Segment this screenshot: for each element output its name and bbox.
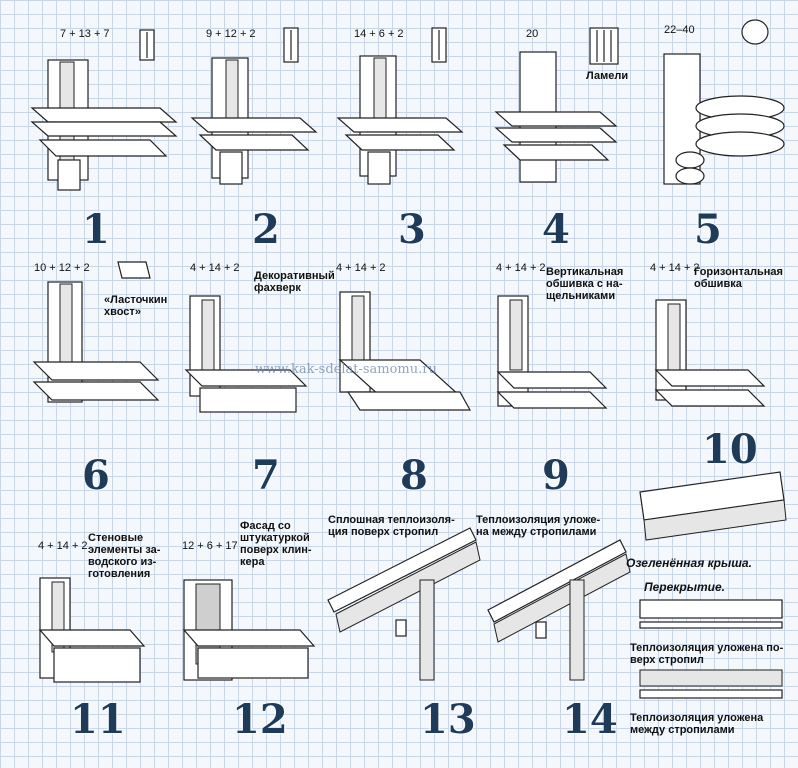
dims-label-2: 9 + 12 + 2 [206, 28, 256, 40]
dims-label-1: 7 + 13 + 7 [60, 28, 110, 40]
caption-13: Сплошная теплоизоля- ция поверх стропил [328, 514, 455, 538]
panel-number-13: 13 [420, 696, 476, 743]
dims-label-10: 4 + 14 + 2 [650, 262, 700, 274]
panel-number-14: 14 [562, 696, 618, 743]
caption-11: Стеновые элементы за- водского из- готов… [88, 532, 161, 580]
panel-number-5: 5 [694, 206, 722, 253]
between-rafters-caption: Теплоизоляция уложена между стропилами [630, 712, 764, 736]
caption-7: Декоративный фахверк [254, 270, 335, 294]
watermark: www.kak-sdelat-samomu.ru [255, 362, 437, 377]
green-roof-title: Озеленённая крыша. [626, 556, 752, 570]
wall-detail-5-drawing [663, 19, 785, 185]
panel-number-2: 2 [252, 206, 280, 253]
caption-4: Ламели [586, 70, 629, 82]
dims-label-5: 22–40 [664, 24, 695, 36]
wall-detail-9-drawing [496, 295, 608, 409]
caption-6: «Ласточкин хвост» [104, 294, 168, 318]
panel-number-11: 11 [70, 696, 126, 743]
wall-detail-1-drawing [30, 29, 178, 191]
caption-10: Горизонтальная обшивка [694, 266, 783, 290]
dims-label-4: 20 [526, 28, 539, 40]
dims-label-11: 4 + 14 + 2 [38, 540, 88, 552]
panel-number-6: 6 [82, 452, 110, 499]
wall-detail-2-drawing [190, 27, 318, 185]
dims-label-3: 14 + 6 + 2 [354, 28, 404, 40]
wall-detail-7-drawing [184, 295, 308, 413]
caption-9: Вертикальная обшивка с на- щельниками [546, 266, 624, 302]
caption-12: Фасад со штукатуркой поверх клин- кера [240, 520, 312, 568]
roof-detail-14-drawing [487, 539, 631, 681]
floor-title: Перекрытие. [644, 580, 725, 594]
panel-number-7: 7 [252, 452, 280, 499]
wall-detail-6-drawing [32, 261, 160, 403]
green-roof-drawing [639, 471, 787, 541]
wall-detail-4-drawing [494, 27, 619, 183]
panel-number-1: 1 [82, 206, 110, 253]
over-rafters-caption: Теплоизоляция уложена по- верх стропил [630, 642, 784, 666]
floor-detail-drawing [639, 599, 783, 699]
dims-label-7: 4 + 14 + 2 [190, 262, 240, 274]
wall-detail-8-drawing [338, 291, 472, 411]
roof-detail-13-drawing [327, 527, 481, 681]
panel-number-12: 12 [232, 696, 288, 743]
panel-number-3: 3 [398, 206, 426, 253]
dims-label-8: 4 + 14 + 2 [336, 262, 386, 274]
panel-number-8: 8 [400, 452, 428, 499]
caption-14: Теплоизоляция уложе- на между стропилами [476, 514, 601, 538]
panel-number-9: 9 [542, 452, 570, 499]
wall-detail-11-drawing [38, 577, 146, 683]
dims-label-12: 12 + 6 + 17 [182, 540, 238, 552]
dims-label-9: 4 + 14 + 2 [496, 262, 546, 274]
wall-detail-3-drawing [336, 27, 464, 185]
dims-label-6: 10 + 12 + 2 [34, 262, 90, 274]
panel-number-4: 4 [542, 206, 570, 253]
panel-number-10: 10 [702, 426, 758, 473]
wall-detail-12-drawing [182, 579, 316, 681]
wall-detail-10-drawing [654, 299, 766, 407]
